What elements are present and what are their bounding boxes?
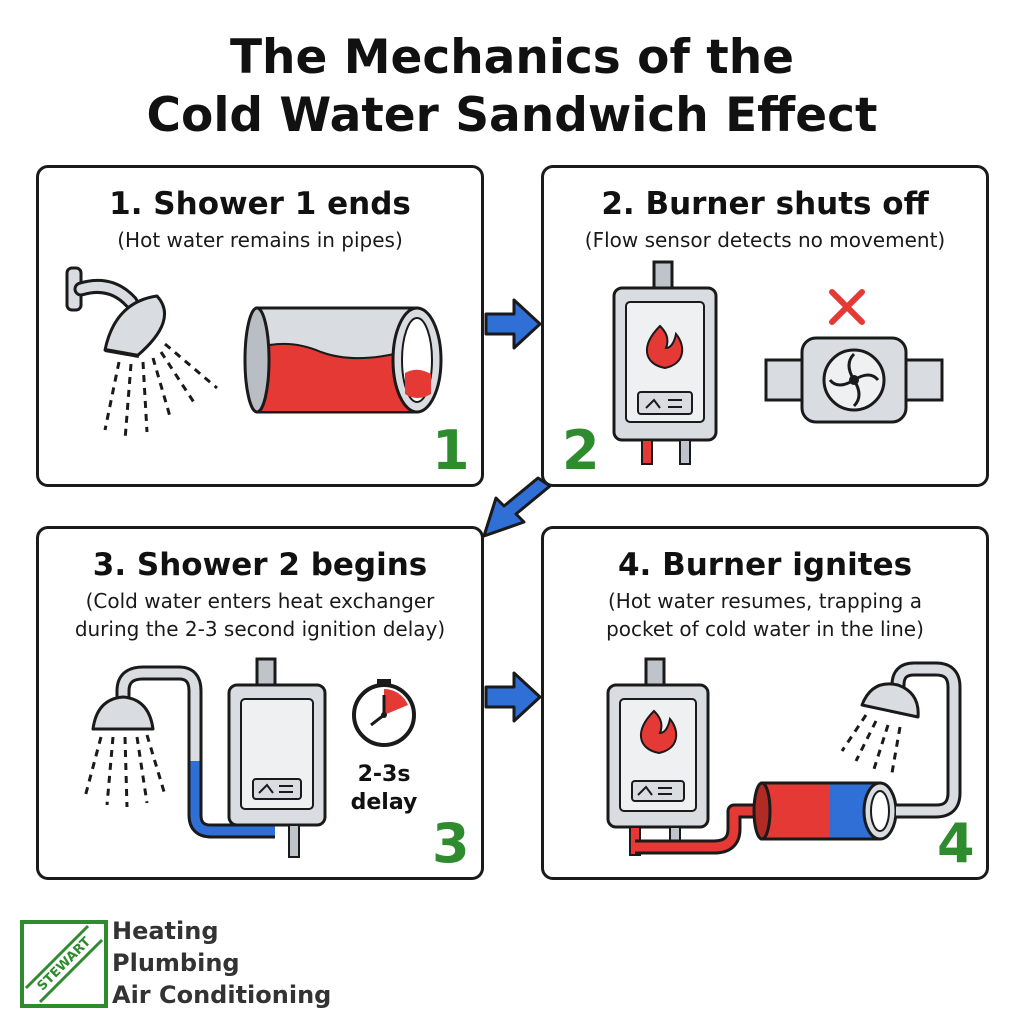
arrow-right-icon: [484, 298, 542, 350]
stopwatch-icon: [352, 679, 416, 747]
logo-line-air-conditioning: Air Conditioning: [112, 981, 332, 1009]
step-3-subtitle-line-1: (Cold water enters heat exchanger: [85, 589, 435, 613]
step-panel-4: 4. Burner ignites (Hot water resumes, tr…: [541, 526, 989, 880]
step-3-subtitle-line-2: during the 2-3 second ignition delay): [74, 617, 446, 641]
page-title-line-1: The Mechanics of the: [229, 30, 795, 85]
water-heater-icon: [606, 657, 710, 856]
step-1-heading: 1. Shower 1 ends: [109, 186, 411, 222]
arrow-down-left-icon: [482, 476, 552, 538]
delay-label: 2-3s delay: [339, 761, 429, 817]
step-2-illustration: [612, 260, 944, 465]
step-4-subtitle: (Hot water resumes, trapping a pocket of…: [544, 587, 986, 643]
step-1-subtitle: (Hot water remains in pipes): [39, 226, 481, 254]
step-panel-3: 3. Shower 2 begins (Cold water enters he…: [36, 526, 484, 880]
step-3-illustration: [83, 657, 416, 858]
step-2-subtitle-line-1: (Flow sensor detects no movement): [584, 228, 946, 252]
step-4-number: 4: [937, 812, 975, 875]
shower-icon: [83, 665, 275, 839]
shower-icon: [840, 661, 962, 819]
hot-pipe-icon: [635, 803, 766, 855]
step-panel-2: 2. Burner shuts off (Flow sensor detects…: [541, 165, 989, 487]
cold-water-pocket-icon: [752, 781, 898, 841]
water-heater-icon: [612, 260, 718, 465]
arrow-right-icon: [484, 671, 542, 723]
water-heater-icon: [227, 657, 327, 858]
logo-line-plumbing: Plumbing: [112, 949, 240, 977]
step-2-subtitle: (Flow sensor detects no movement): [544, 226, 986, 254]
step-3-number: 3: [432, 812, 470, 875]
step-panel-1: 1. Shower 1 ends (Hot water remains in p…: [36, 165, 484, 487]
stewart-logo-icon: STEWART: [20, 920, 108, 1008]
logo-line-heating: Heating: [112, 917, 219, 945]
step-4-heading: 4. Burner ignites: [617, 547, 913, 583]
step-1-subtitle-line-1: (Hot water remains in pipes): [117, 228, 403, 252]
step-2-number: 2: [562, 419, 600, 482]
step-1-illustration: [65, 266, 443, 441]
shower-head-icon: [65, 266, 218, 441]
page-title-line-2: Cold Water Sandwich Effect: [146, 88, 878, 143]
step-3-heading: 3. Shower 2 begins: [92, 547, 428, 583]
step-2-heading: 2. Burner shuts off: [601, 186, 929, 222]
step-4-illustration: [606, 657, 962, 856]
flow-sensor-icon: [764, 336, 944, 424]
step-3-subtitle: (Cold water enters heat exchanger during…: [39, 587, 481, 643]
close-icon: [829, 289, 865, 325]
delay-label-line-2: delay: [350, 790, 418, 815]
delay-label-line-1: 2-3s: [357, 762, 411, 787]
step-4-subtitle-line-1: (Hot water resumes, trapping a: [608, 589, 922, 613]
step-1-number: 1: [432, 419, 470, 482]
hot-water-pipe-icon: [243, 306, 443, 414]
step-4-subtitle-line-2: pocket of cold water in the line): [606, 617, 924, 641]
